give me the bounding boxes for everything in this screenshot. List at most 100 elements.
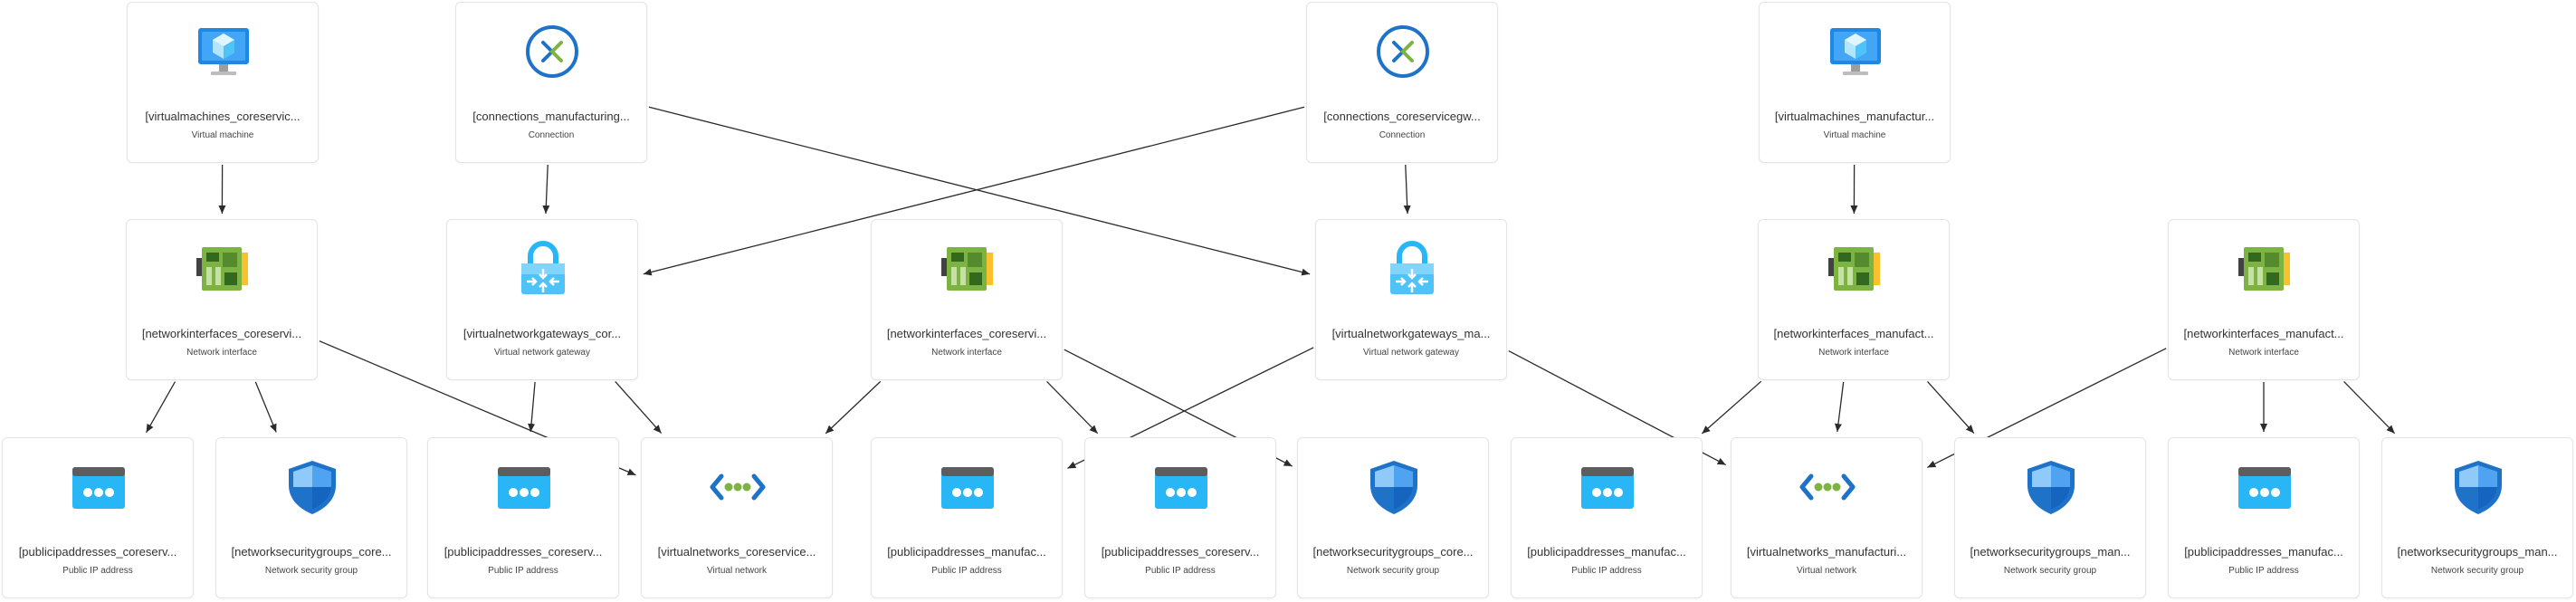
resource-name: [virtualmachines_coreservic... [145, 110, 301, 123]
resource-node-pip4[interactable]: [publicipaddresses_coreserv... Public IP … [1084, 437, 1276, 598]
resource-name: [virtualmachines_manufactur... [1774, 110, 1935, 123]
resource-node-nsg1[interactable]: [networksecuritygroups_core... Network se… [215, 437, 407, 598]
resource-name: [networkinterfaces_coreservi... [141, 327, 302, 340]
edge-vng1-to-vnet1 [615, 381, 663, 434]
public-ip-icon [70, 458, 128, 516]
edge-nic1-to-pip1 [145, 381, 176, 434]
resource-node-nsg4[interactable]: [networksecuritygroups_man... Network sec… [2381, 437, 2573, 598]
resource-type: Connection [1379, 130, 1426, 140]
public-ip-icon [495, 458, 553, 516]
resource-type: Network security group [2003, 566, 2097, 576]
network-interface-icon [1826, 240, 1884, 298]
resource-type: Network security group [1346, 566, 1440, 576]
virtual-machine-icon [195, 23, 253, 81]
resource-node-vng2[interactable]: [virtualnetworkgateways_ma... Virtual net… [1315, 219, 1507, 380]
resource-node-pip3[interactable]: [publicipaddresses_manufac... Public IP a… [871, 437, 1063, 598]
edge-nic2-to-pip4 [1046, 380, 1099, 435]
resource-node-nsg3[interactable]: [networksecuritygroups_man... Network sec… [1954, 437, 2146, 598]
resource-node-nic1[interactable]: [networkinterfaces_coreservi... Network i… [126, 219, 318, 380]
resource-type: Network interface [1818, 348, 1889, 358]
resource-type: Network security group [2430, 566, 2524, 576]
resource-type: Network interface [186, 348, 257, 358]
virtual-network-icon [709, 458, 767, 516]
resource-type: Public IP address [2228, 566, 2299, 576]
virtual-network-icon [1798, 458, 1856, 516]
resource-name: [networksecuritygroups_man... [2397, 545, 2558, 559]
network-security-group-icon [283, 458, 341, 516]
resource-name: [connections_manufacturing... [472, 110, 630, 123]
resource-node-pip1[interactable]: [publicipaddresses_coreserv... Public IP … [2, 437, 194, 598]
edge-nic3-to-vnet2 [1834, 381, 1845, 433]
resource-node-vnet2[interactable]: [virtualnetworks_manufacturi... Virtual n… [1731, 437, 1922, 598]
edge-nic3-to-nsg3 [1926, 381, 1975, 434]
edge-nic3-to-pip5 [1701, 380, 1762, 435]
resource-type: Network interface [2228, 348, 2299, 358]
resource-type: Public IP address [1145, 566, 1216, 576]
resource-node-vng1[interactable]: [virtualnetworkgateways_cor... Virtual ne… [446, 219, 638, 380]
connection-icon [1374, 23, 1432, 81]
resource-name: [publicipaddresses_coreserv... [1101, 545, 1260, 559]
resource-type: Virtual network gateway [494, 348, 590, 358]
edge-conn1-to-vng1 [542, 164, 550, 215]
resource-node-vm1[interactable]: [virtualmachines_coreservic... Virtual ma… [127, 2, 319, 163]
resource-type: Connection [528, 130, 575, 140]
resource-type: Virtual network [707, 566, 767, 576]
public-ip-icon [939, 458, 997, 516]
resource-type: Public IP address [931, 566, 1002, 576]
resource-node-nic2[interactable]: [networkinterfaces_coreservi... Network i… [871, 219, 1063, 380]
resource-type: Network interface [931, 348, 1002, 358]
edge-conn2-to-vng2 [1403, 164, 1411, 215]
network-interface-icon [939, 240, 997, 298]
resource-name: [connections_coreservicegw... [1323, 110, 1481, 123]
network-interface-icon [194, 240, 252, 298]
edge-nic2-to-vnet1 [825, 380, 882, 435]
virtual-network-gateway-icon [514, 240, 572, 298]
resource-type: Public IP address [488, 566, 558, 576]
resource-node-pip2[interactable]: [publicipaddresses_coreserv... Public IP … [427, 437, 619, 598]
network-security-group-icon [1365, 458, 1423, 516]
resource-node-pip6[interactable]: [publicipaddresses_manufac... Public IP a… [2168, 437, 2360, 598]
resource-name: [networksecuritygroups_core... [1312, 545, 1474, 559]
resource-node-vnet1[interactable]: [virtualnetworks_coreservice... Virtual n… [641, 437, 833, 598]
resource-name: [virtualnetworks_coreservice... [657, 545, 816, 559]
resource-name: [networksecuritygroups_core... [231, 545, 392, 559]
resource-type: Virtual network gateway [1363, 348, 1459, 358]
resource-node-nic4[interactable]: [networkinterfaces_manufact... Network in… [2168, 219, 2360, 380]
resource-name: [networkinterfaces_manufact... [2183, 327, 2344, 340]
network-security-group-icon [2022, 458, 2080, 516]
resource-node-nsg2[interactable]: [networksecuritygroups_core... Network se… [1297, 437, 1489, 598]
resource-type: Public IP address [1571, 566, 1642, 576]
public-ip-icon [1152, 458, 1210, 516]
resource-node-pip5[interactable]: [publicipaddresses_manufac... Public IP a… [1511, 437, 1703, 598]
network-interface-icon [2236, 240, 2294, 298]
resource-type: Public IP address [62, 566, 133, 576]
resource-name: [publicipaddresses_manufac... [1527, 545, 1686, 559]
resource-node-conn1[interactable]: [connections_manufacturing... Connection [455, 2, 647, 163]
resource-name: [networkinterfaces_manufact... [1773, 327, 1934, 340]
resource-type: Virtual machine [191, 130, 254, 140]
edge-vng1-to-pip2 [528, 381, 536, 433]
edge-nic1-to-nsg1 [254, 381, 277, 433]
resource-node-vm2[interactable]: [virtualmachines_manufactur... Virtual ma… [1759, 2, 1951, 163]
resource-name: [publicipaddresses_coreserv... [18, 545, 177, 559]
resource-name: [virtualnetworkgateways_cor... [463, 327, 622, 340]
resource-name: [networkinterfaces_coreservi... [886, 327, 1047, 340]
resource-name: [publicipaddresses_manufac... [887, 545, 1046, 559]
resource-name: [virtualnetworks_manufacturi... [1746, 545, 1907, 559]
resource-type: Virtual network [1797, 566, 1856, 576]
resource-name: [virtualnetworkgateways_ma... [1331, 327, 1491, 340]
resource-node-nic3[interactable]: [networkinterfaces_manufact... Network in… [1758, 219, 1950, 380]
resource-node-conn2[interactable]: [connections_coreservicegw... Connection [1306, 2, 1498, 163]
edge-nic4-to-nsg4 [2343, 380, 2396, 435]
resource-type: Network security group [264, 566, 358, 576]
virtual-machine-icon [1827, 23, 1884, 81]
resource-name: [publicipaddresses_coreserv... [444, 545, 603, 559]
public-ip-icon [2236, 458, 2294, 516]
virtual-network-gateway-icon [1383, 240, 1441, 298]
resource-name: [publicipaddresses_manufac... [2184, 545, 2343, 559]
resource-name: [networksecuritygroups_man... [1970, 545, 2131, 559]
connection-icon [523, 23, 581, 81]
resource-type: Virtual machine [1823, 130, 1886, 140]
public-ip-icon [1579, 458, 1636, 516]
network-security-group-icon [2449, 458, 2507, 516]
